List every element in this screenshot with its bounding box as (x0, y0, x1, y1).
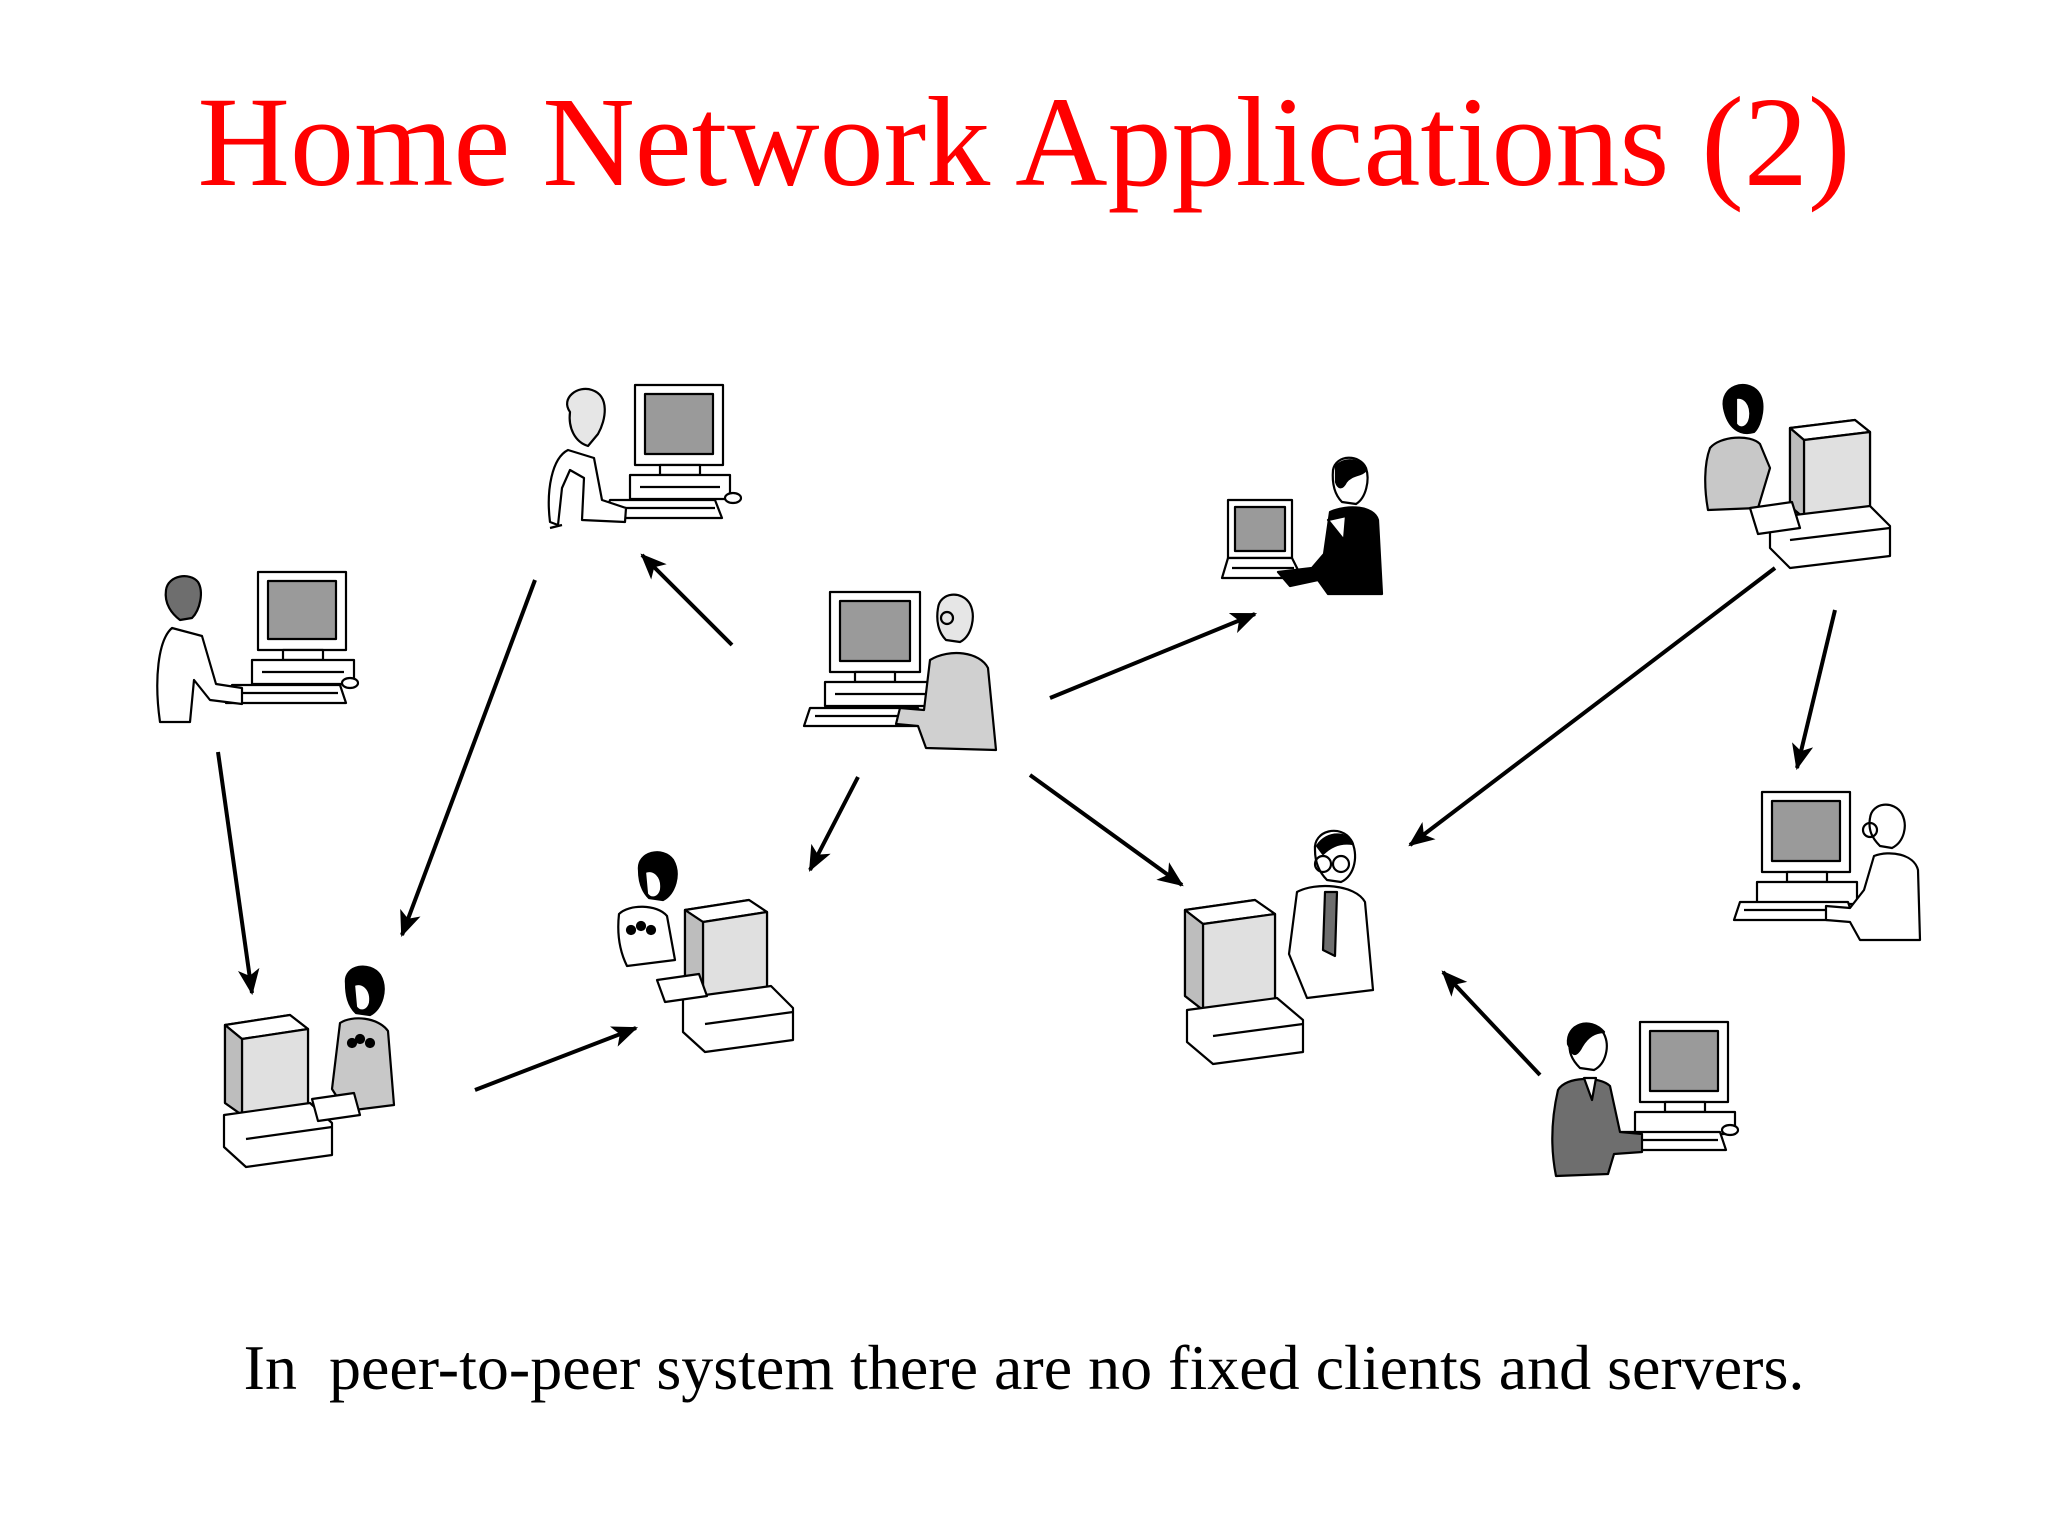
arrow-bottom-left-woman-to-bottom-center-woman (474, 1026, 639, 1092)
arrow-center-to-bottom-center-woman (808, 776, 860, 872)
person-at-computer-icon (547, 383, 743, 530)
peer-laptop-man (1220, 456, 1384, 596)
peer-top-woman (547, 383, 743, 530)
arrow-center-to-glasses-man (1028, 773, 1184, 887)
peer-top-right-woman (1704, 383, 1892, 570)
arrow-center-to-laptop-man (1049, 612, 1258, 700)
person-at-computer-icon (1732, 790, 1922, 942)
person-at-computer-icon (222, 965, 396, 1169)
person-at-computer-icon (802, 590, 998, 752)
peer-bottom-center-woman (617, 851, 795, 1054)
arrow-top-right-woman-to-right-man (1792, 609, 1837, 771)
person-at-computer-icon (617, 851, 795, 1054)
arrow-bottom-right-man-to-glasses-man (1441, 970, 1542, 1077)
peer-glasses-man (1183, 829, 1375, 1066)
peer-center-man (802, 590, 998, 752)
person-at-computer-icon (156, 570, 360, 724)
peer-right-man (1732, 790, 1922, 942)
person-at-computer-icon (1704, 383, 1892, 570)
person-at-computer-icon (1220, 456, 1384, 596)
arrow-center-to-top-woman (640, 553, 734, 647)
slide-caption: In peer-to-peer system there are no fixe… (243, 1332, 1805, 1403)
person-at-computer-icon (1551, 1020, 1740, 1178)
arrows (216, 553, 1837, 1092)
peer-bottom-left-woman (222, 965, 396, 1169)
peer-bottom-right-man (1551, 1020, 1740, 1178)
peer-left-man (156, 570, 360, 724)
arrow-top-woman-to-bottom-left-woman (400, 579, 537, 938)
arrow-left-man-to-bottom-left-woman (216, 751, 260, 996)
slide-title: Home Network Applications (2) (197, 71, 1851, 213)
arrow-top-right-woman-to-glasses-man (1408, 566, 1777, 847)
person-at-computer-icon (1183, 829, 1375, 1066)
